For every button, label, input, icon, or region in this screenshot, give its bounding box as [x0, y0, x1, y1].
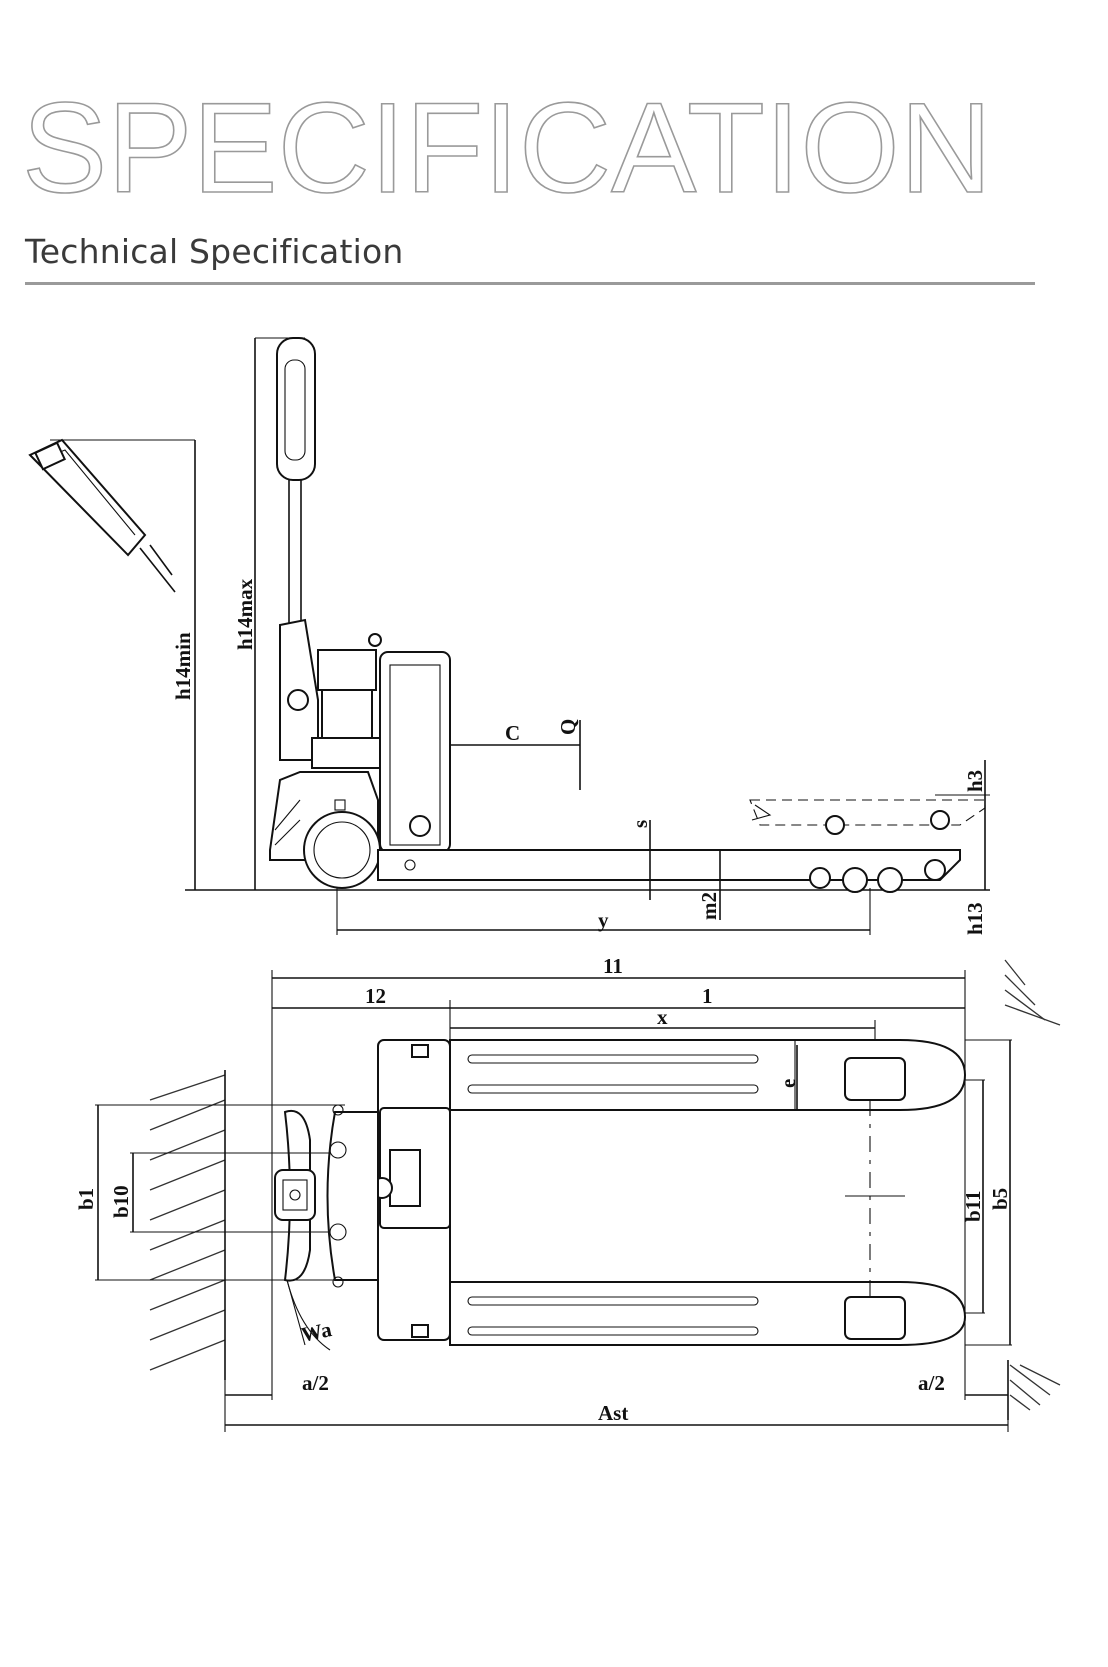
label-x: x — [657, 1005, 668, 1029]
label-b11: b11 — [961, 1190, 985, 1222]
label-e: e — [776, 1079, 800, 1088]
label-s: s — [628, 820, 652, 828]
label-l1: 11 — [603, 954, 623, 978]
label-b1: b1 — [74, 1188, 98, 1210]
header-divider — [25, 282, 1035, 285]
tilted-handle — [28, 438, 176, 593]
chassis — [326, 1039, 451, 1341]
label-b5: b5 — [988, 1188, 1012, 1210]
top-view: 11 12 1 x e b1 b10 b11 b5 Wa a/2 a/2 Ast — [74, 954, 1061, 1432]
label-wa: Wa — [299, 1317, 334, 1347]
fork-raised — [749, 799, 986, 835]
hero-title-text: SPECIFICATION — [22, 82, 992, 212]
label-l: 1 — [702, 984, 713, 1008]
fork-lowered — [377, 849, 961, 893]
label-h13: h13 — [963, 902, 987, 935]
forks — [449, 1039, 967, 1346]
label-y: y — [598, 908, 609, 932]
label-m2: m2 — [697, 892, 721, 920]
label-h3: h3 — [963, 770, 987, 792]
handle-head — [274, 1109, 316, 1282]
technical-drawing: h14min h14max C Q h3 s m2 h13 y — [28, 337, 1061, 1432]
upright-handle — [276, 337, 316, 640]
hero-title: SPECIFICATION — [22, 82, 993, 212]
label-l2: 12 — [365, 984, 386, 1008]
label-c: C — [505, 721, 520, 745]
drive-unit — [269, 618, 451, 889]
right-wall-hatch — [1004, 959, 1061, 1420]
label-q: Q — [556, 719, 580, 735]
label-b10: b10 — [109, 1185, 133, 1218]
left-wall-hatch — [149, 1070, 226, 1380]
label-a2-left: a/2 — [302, 1371, 329, 1395]
side-view: h14min h14max C Q h3 s m2 h13 y — [28, 337, 990, 935]
label-ast: Ast — [598, 1401, 628, 1425]
label-a2-right: a/2 — [918, 1371, 945, 1395]
page-subtitle: Technical Specification — [25, 232, 404, 271]
label-h14max: h14max — [233, 578, 257, 650]
label-h14min: h14min — [171, 632, 195, 700]
